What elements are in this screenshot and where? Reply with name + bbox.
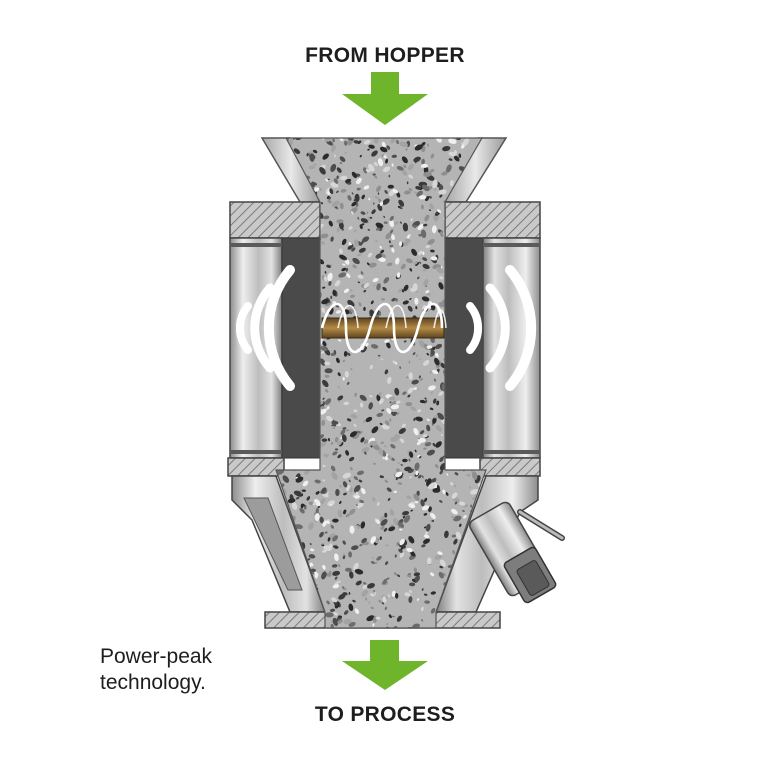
outlet-label: TO PROCESS [314,703,456,726]
top-flange-right [444,201,541,239]
right-liner [444,237,484,459]
mid-flange-left [227,457,285,477]
left-radio-waves-icon [235,265,295,391]
inlet-arrow-icon [342,72,428,125]
caption-line-1: Power-peak [100,645,213,668]
outlet-arrow-icon [342,640,428,690]
left-liner [281,237,321,459]
caption-line-2: technology. [100,671,206,694]
sensor-unit [469,501,565,604]
technology-caption: Power-peak technology. [100,644,320,696]
top-flange-left [229,201,321,239]
helical-coil-icon [320,302,447,354]
inlet-label: FROM HOPPER [305,44,465,67]
mid-flange-right [479,457,541,477]
right-radio-waves-icon [466,265,537,391]
